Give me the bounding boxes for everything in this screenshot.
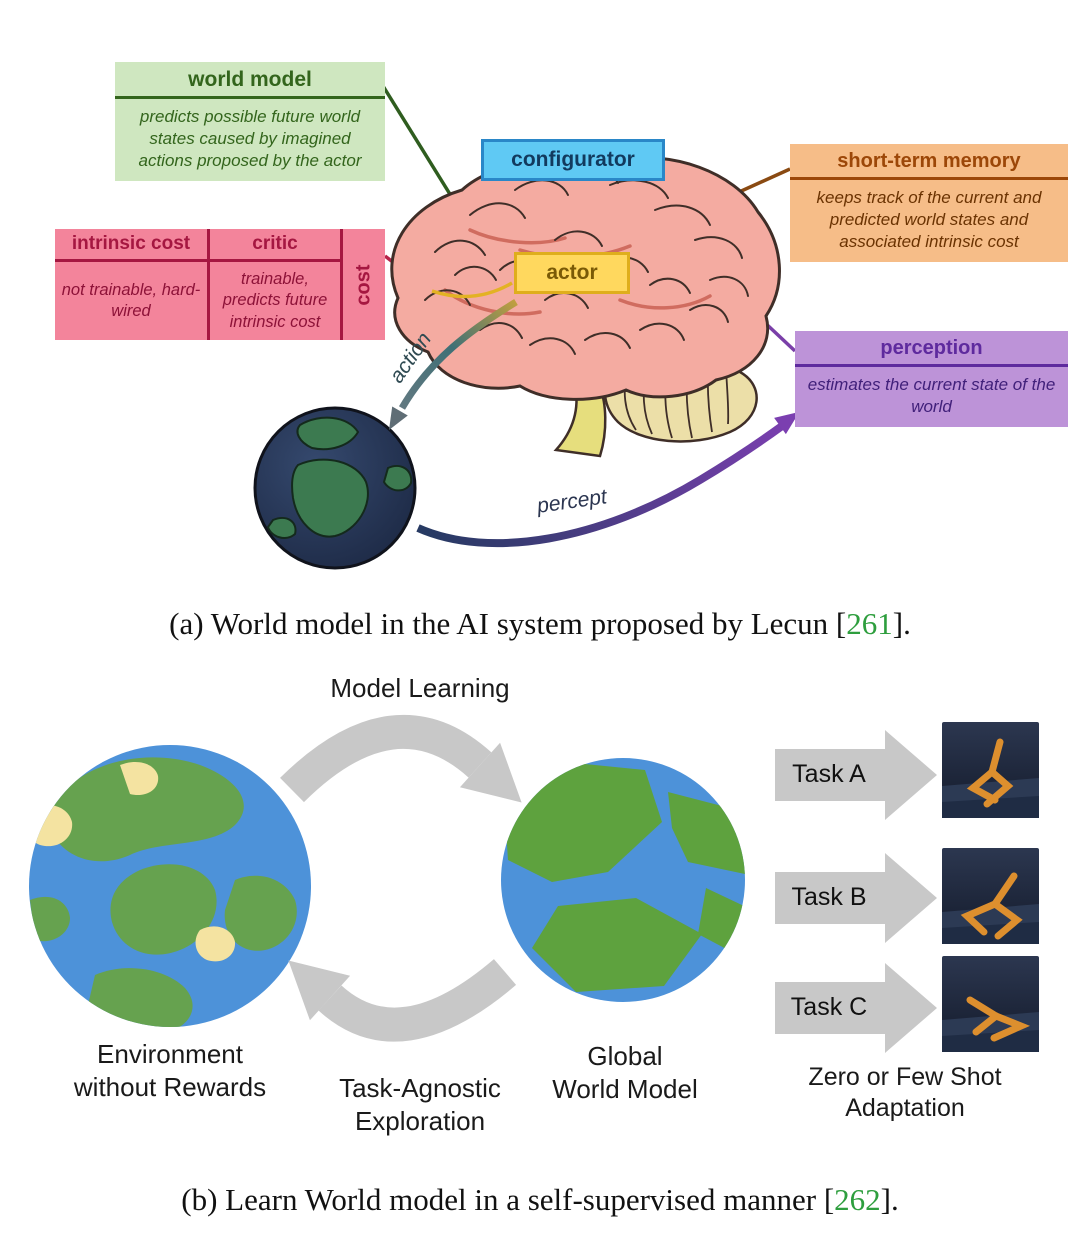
walker-image-task-b: [942, 848, 1039, 944]
caption-a: (a) World model in the AI system propose…: [0, 606, 1080, 642]
task-c-label: Task C: [790, 993, 868, 1021]
task-agnostic-exploration-label: Task-Agnostic Exploration: [310, 1072, 530, 1137]
critic-column: critic trainable, predicts future intrin…: [210, 229, 340, 340]
critic-description: trainable, predicts future intrinsic cos…: [222, 270, 328, 331]
configurator-title: configurator: [511, 148, 635, 171]
task-b-arrow: [775, 853, 937, 943]
caption-b: (b) Learn World model in a self-supervis…: [0, 1182, 1080, 1218]
cost-vertical-label: cost: [352, 263, 375, 306]
caption-a-suffix: ].: [892, 606, 911, 641]
task-c-arrow: [775, 963, 937, 1053]
intrinsic-cost-title: intrinsic cost: [55, 229, 207, 262]
model-learning-label: Model Learning: [330, 673, 510, 703]
cost-actor-link-line: [431, 281, 513, 299]
percept-arrow: [416, 411, 800, 548]
walker-image-task-c: [942, 956, 1039, 1052]
environment-label-line2: without Rewards: [73, 1071, 267, 1102]
world-model-globe: [501, 758, 745, 1002]
actor-title: actor: [546, 261, 598, 284]
world-model-title: world model: [115, 62, 385, 99]
cost-column-divider: [340, 229, 343, 340]
adaptation-label: Zero or Few Shot Adaptation: [765, 1062, 1045, 1125]
short-term-memory-description: keeps track of the current and predicted…: [816, 188, 1042, 252]
task-b-label: Task B: [791, 883, 867, 911]
actor-box: actor: [514, 252, 630, 294]
brain-illustration: [390, 155, 781, 458]
short-term-memory-title: short-term memory: [790, 144, 1068, 180]
adaptation-line2: Adaptation: [845, 1094, 965, 1123]
world-model-box: world model predicts possible future wor…: [115, 62, 385, 182]
model-learning-arrow: [280, 714, 522, 803]
caption-a-text: (a) World model in the AI system propose…: [169, 606, 847, 641]
adaptation-line1: Zero or Few Shot: [808, 1063, 1002, 1091]
environment-label-line1: Environment: [97, 1039, 243, 1069]
cost-column-divider: [207, 229, 210, 340]
walker-image-task-a: [942, 722, 1039, 818]
intrinsic-cost-description: not trainable, hard-wired: [61, 280, 201, 320]
task-agnostic-line1: Task-Agnostic: [339, 1073, 501, 1103]
task-a-arrow: [775, 730, 937, 820]
perception-description: estimates the current state of the world: [807, 375, 1056, 417]
configurator-box: configurator: [481, 139, 665, 181]
world-model-description: predicts possible future world states ca…: [138, 107, 362, 171]
environment-label: Environment without Rewards: [25, 1038, 315, 1103]
perception-title: perception: [795, 331, 1068, 367]
task-a-label: Task A: [792, 760, 866, 788]
caption-b-suffix: ].: [880, 1182, 899, 1217]
cost-module-box: intrinsic cost not trainable, hard-wired…: [55, 229, 385, 340]
intrinsic-cost-column: intrinsic cost not trainable, hard-wired: [55, 229, 207, 340]
caption-b-citation: 262: [834, 1182, 881, 1217]
short-term-memory-box: short-term memory keeps track of the cur…: [790, 144, 1068, 263]
global-world-model-line1: Global: [587, 1041, 663, 1071]
task-agnostic-line2: Exploration: [354, 1105, 486, 1136]
caption-a-citation: 261: [846, 606, 893, 641]
exploration-arrow: [288, 959, 517, 1042]
environment-globe: [29, 745, 311, 1027]
global-world-model-label: Global World Model: [510, 1040, 740, 1105]
caption-b-text: (b) Learn World model in a self-supervis…: [181, 1182, 835, 1217]
action-arrow: [389, 299, 518, 431]
cost-vertical-label-strip: cost: [343, 229, 385, 340]
global-world-model-line2: World Model: [552, 1073, 698, 1104]
perception-box: perception estimates the current state o…: [795, 331, 1068, 428]
critic-title: critic: [210, 229, 340, 262]
earth-globe-a: [253, 406, 417, 570]
